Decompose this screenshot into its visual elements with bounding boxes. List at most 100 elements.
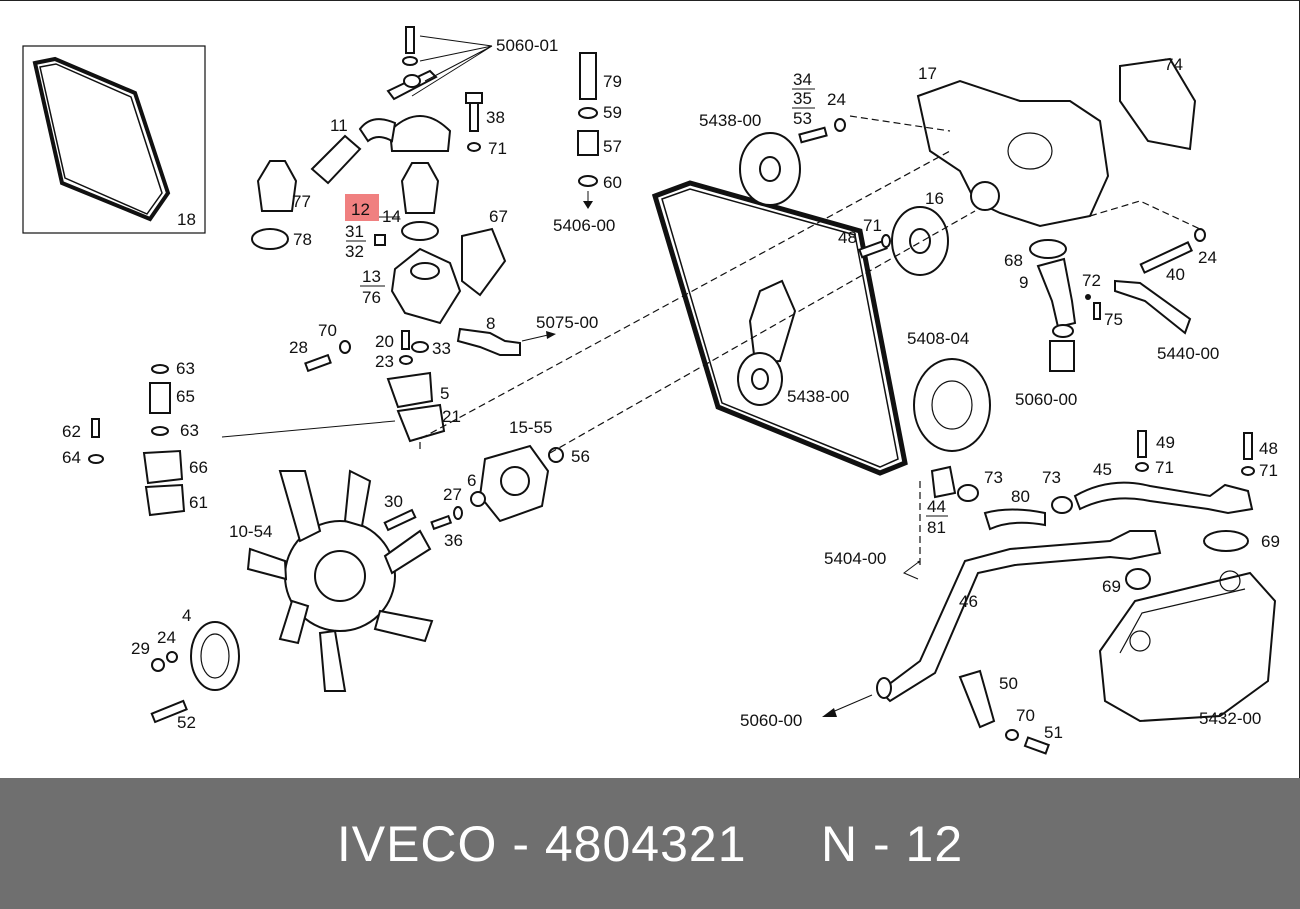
callout: 73 bbox=[984, 468, 1003, 487]
plug-57 bbox=[577, 130, 599, 156]
connection-lines bbox=[221, 115, 1201, 580]
callout: 36 bbox=[444, 531, 463, 550]
belt-drive bbox=[651, 118, 991, 476]
washer-71a bbox=[467, 142, 481, 152]
inset-belt bbox=[32, 56, 171, 222]
fan-assembly bbox=[150, 444, 564, 724]
callout: 71 bbox=[863, 216, 882, 235]
callout: 29 bbox=[131, 639, 150, 658]
callout: 5060-00 bbox=[740, 711, 802, 730]
callout: 45 bbox=[1093, 460, 1112, 479]
thermostat-12 bbox=[400, 162, 440, 214]
hose-11b bbox=[310, 134, 362, 185]
callout: 71 bbox=[1155, 458, 1174, 477]
callout: 20 bbox=[375, 332, 394, 351]
fitting-44 bbox=[930, 465, 957, 499]
callout: 6 bbox=[467, 471, 476, 490]
callout: 33 bbox=[432, 339, 451, 358]
callout: 23 bbox=[375, 352, 394, 371]
clamp-73b bbox=[1051, 496, 1073, 514]
tensioner-bracket bbox=[748, 279, 797, 365]
washer-71c bbox=[1135, 462, 1149, 472]
callout: 24 bbox=[1198, 248, 1217, 267]
brand-name: IVECO bbox=[336, 815, 498, 872]
thermostat-77 bbox=[256, 160, 298, 212]
thermostat-housing-13 bbox=[390, 247, 462, 325]
separator: - bbox=[497, 815, 545, 872]
callout: 44 bbox=[927, 497, 946, 516]
washer-70b bbox=[1005, 729, 1019, 741]
exploded-parts-diagram: 5060-01 79 59 57 60 5406-00 11 38 71 77 … bbox=[0, 0, 1300, 778]
callout: 52 bbox=[177, 713, 196, 732]
callout: 21 bbox=[442, 407, 461, 426]
callout: 66 bbox=[189, 458, 208, 477]
gasket-67 bbox=[461, 227, 507, 297]
callout: 78 bbox=[293, 230, 312, 249]
washer-6 bbox=[470, 491, 486, 507]
screw-75 bbox=[1093, 302, 1101, 320]
callout: 68 bbox=[1004, 251, 1023, 270]
flange-66 bbox=[142, 449, 184, 485]
callout: 30 bbox=[384, 492, 403, 511]
callout: 5408-04 bbox=[907, 329, 969, 348]
bolt-20 bbox=[401, 330, 410, 350]
callout: 27 bbox=[443, 485, 462, 504]
callout: 48 bbox=[838, 228, 857, 247]
callout: 72 bbox=[1082, 271, 1101, 290]
callout: 18 bbox=[177, 210, 196, 229]
callout: 70 bbox=[1016, 706, 1035, 725]
gasket-74 bbox=[1119, 57, 1197, 151]
bolt-52 bbox=[150, 699, 188, 724]
gasket-68 bbox=[1029, 239, 1067, 259]
bolt-36 bbox=[430, 514, 453, 531]
bolt-5060-01 bbox=[405, 26, 415, 54]
screw-62 bbox=[91, 418, 100, 438]
gasket-69b bbox=[1125, 568, 1151, 590]
callout: 65 bbox=[176, 387, 195, 406]
reference-prefix: N - bbox=[820, 815, 906, 872]
washer-59 bbox=[578, 107, 598, 119]
callout: 5438-00 bbox=[787, 387, 849, 406]
washer-63a bbox=[151, 364, 169, 374]
callout: 46 bbox=[959, 592, 978, 611]
hose-8 bbox=[456, 327, 521, 356]
nut-29 bbox=[151, 658, 165, 672]
callout: 14 bbox=[382, 207, 401, 226]
callout: 24 bbox=[157, 628, 176, 647]
oil-cooler-group bbox=[822, 430, 1277, 755]
washer-60 bbox=[578, 175, 598, 187]
thermostat-cover bbox=[388, 115, 452, 152]
callout: 77 bbox=[292, 192, 311, 211]
callout: 5060-00 bbox=[1015, 390, 1077, 409]
callout: 74 bbox=[1164, 55, 1183, 74]
callout: 34 bbox=[793, 70, 812, 89]
belt-inset bbox=[22, 45, 206, 234]
washer-24a bbox=[166, 651, 178, 663]
bolt-48b bbox=[1243, 432, 1253, 460]
callout: 80 bbox=[1011, 487, 1030, 506]
gasket-21 bbox=[396, 403, 446, 443]
part-number: 4804321 bbox=[544, 815, 747, 872]
v-belt bbox=[651, 180, 908, 476]
stud-30 bbox=[383, 508, 417, 532]
bolt-49 bbox=[1137, 430, 1147, 458]
callout: 73 bbox=[1042, 468, 1061, 487]
pipe-45 bbox=[1073, 481, 1254, 515]
callout: 75 bbox=[1104, 310, 1123, 329]
washer-71d bbox=[1241, 466, 1255, 476]
callout: 10-54 bbox=[229, 522, 272, 541]
callout: 9 bbox=[1019, 273, 1028, 292]
nut-24c bbox=[1194, 228, 1206, 242]
callout: 79 bbox=[603, 72, 622, 91]
gasket-61 bbox=[144, 483, 186, 517]
o-ring-78 bbox=[251, 228, 289, 250]
bracket-5440-00 bbox=[1114, 279, 1192, 335]
water-pump bbox=[916, 57, 1206, 372]
bolt-34 bbox=[798, 126, 828, 144]
part-caption: IVECO - 4804321 N - 12 bbox=[337, 815, 963, 873]
hose-80 bbox=[983, 508, 1046, 531]
washer-70a bbox=[339, 340, 351, 354]
callout: 76 bbox=[362, 288, 381, 307]
bolt-28 bbox=[304, 353, 332, 373]
callout: 5 bbox=[440, 384, 449, 403]
